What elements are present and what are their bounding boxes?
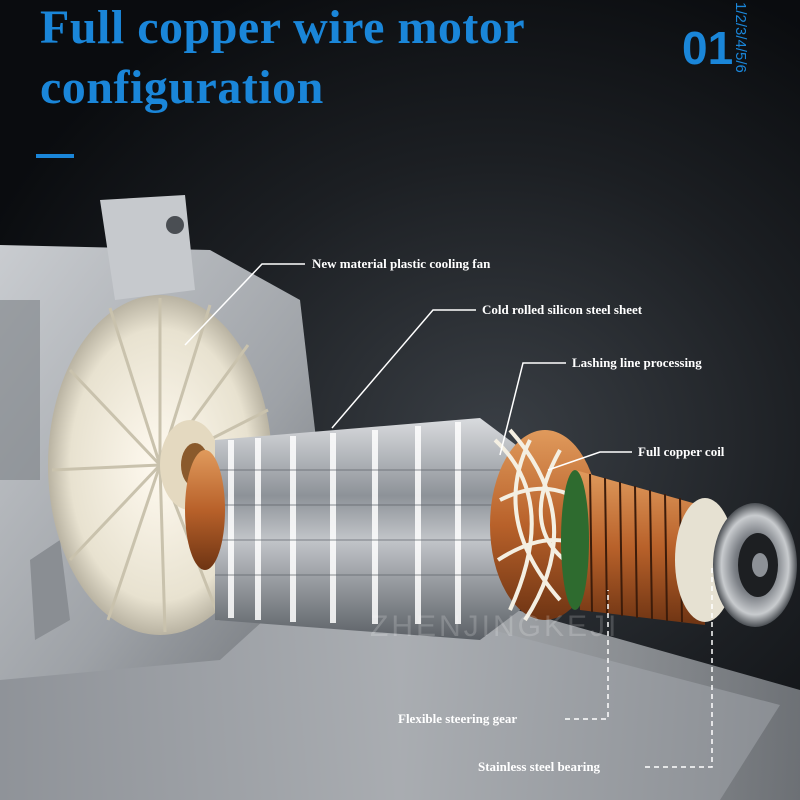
leader-lash — [499, 362, 566, 456]
leader-gear — [565, 590, 609, 720]
leader-fan — [184, 263, 305, 346]
page-title-line-1: Full copper wire motor — [40, 1, 526, 54]
page-sequence: 1/2/3/4/5/6 — [732, 2, 749, 73]
callout-silicon-steel-sheet: Cold rolled silicon steel sheet — [482, 302, 643, 317]
callout-steel-bearing: Stainless steel bearing — [478, 759, 601, 774]
leader-coil — [547, 451, 632, 471]
page-number: 01 — [682, 22, 734, 74]
callout-leader-lines — [184, 263, 632, 471]
title-underline-bar — [36, 154, 74, 158]
commutator — [561, 470, 705, 625]
leader-bearing — [645, 565, 713, 768]
callout-lashing-line: Lashing line processing — [572, 355, 702, 370]
callout-copper-coil: Full copper coil — [638, 444, 725, 459]
callout-cooling-fan: New material plastic cooling fan — [312, 256, 491, 271]
callout-leader-dashed — [565, 565, 713, 768]
callout-steering-gear: Flexible steering gear — [398, 711, 518, 726]
leader-steel — [331, 309, 476, 429]
page-title-line-2: configuration — [40, 61, 324, 114]
lamination-stack — [215, 418, 520, 640]
bearing — [675, 498, 797, 627]
